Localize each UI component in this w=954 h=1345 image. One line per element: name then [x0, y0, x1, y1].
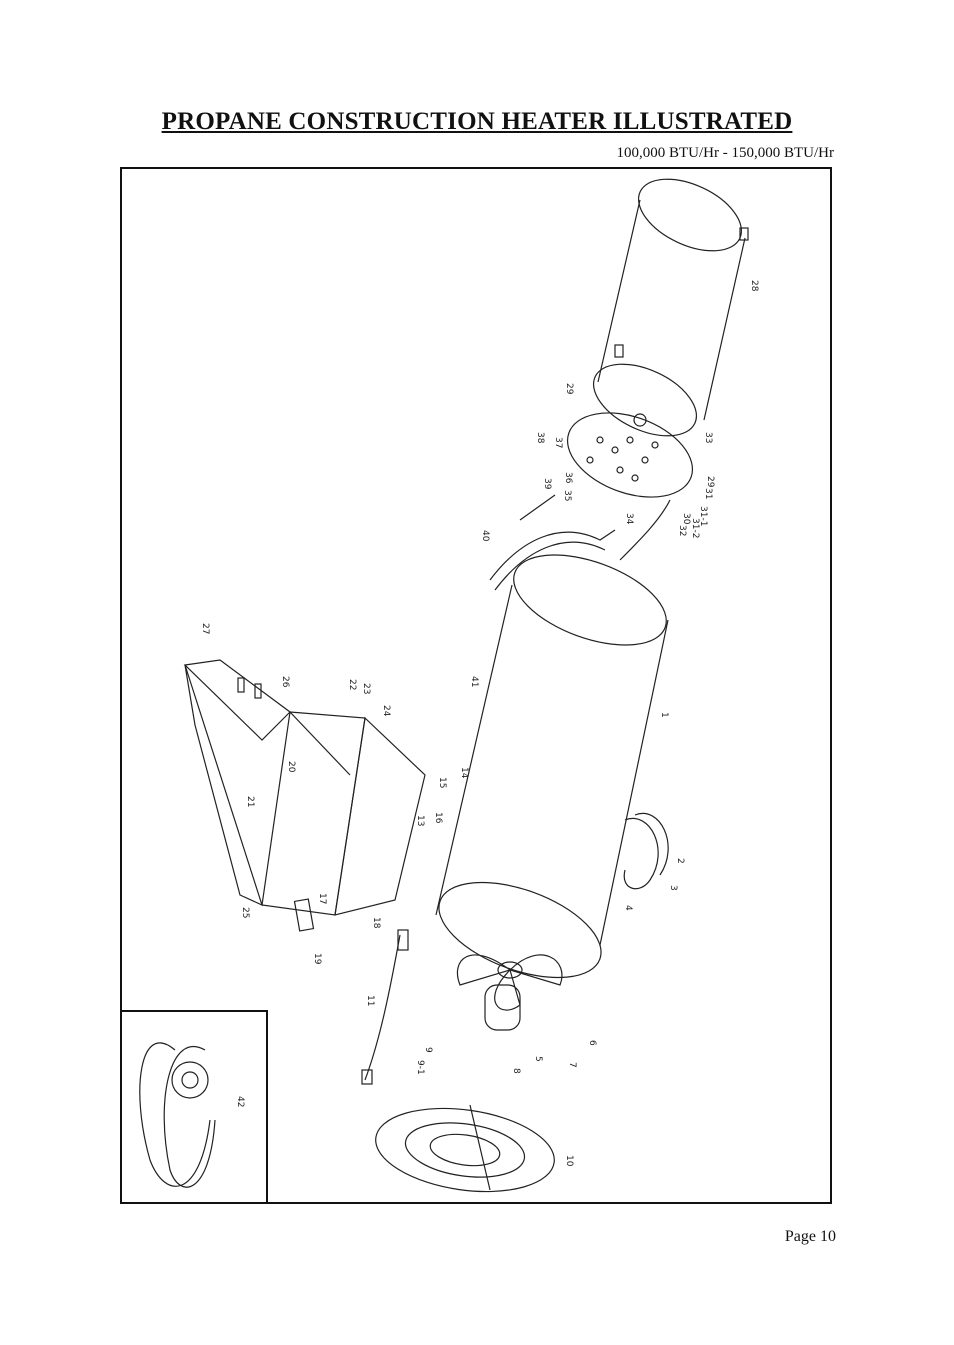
cover-part — [183, 659, 291, 907]
part-label: 24 — [381, 705, 391, 717]
part-label: 6 — [587, 1040, 597, 1046]
part-label: 29 — [705, 476, 715, 488]
part-label: 4 — [623, 905, 633, 911]
page-subtitle: 100,000 BTU/Hr - 150,000 BTU/Hr — [616, 145, 835, 161]
part-label: 1 — [659, 712, 669, 718]
part-label: 17 — [317, 893, 327, 904]
part-label: 9 — [423, 1047, 433, 1053]
main-barrel-part — [435, 554, 669, 979]
part-label: 26 — [280, 676, 290, 688]
part-label: 40 — [480, 530, 490, 542]
part-label: 41 — [469, 676, 479, 687]
part-label: 29 — [564, 383, 574, 395]
part-label: 34 — [624, 513, 634, 525]
control-box-part — [261, 711, 426, 916]
part-label: 31 — [703, 488, 713, 499]
part-label: 18 — [371, 917, 381, 929]
part-label: 13 — [415, 815, 425, 826]
diagram-frame — [120, 167, 832, 1204]
part-label: 7 — [567, 1062, 577, 1068]
part-label: 31-1 — [698, 506, 708, 526]
part-label: 35 — [562, 490, 572, 501]
fan-motor-part — [456, 954, 563, 1031]
part-label: 2 — [675, 858, 685, 864]
inset-frame — [120, 1010, 268, 1204]
rear-shell-part — [592, 178, 749, 437]
part-label: 31-2 — [690, 518, 700, 538]
switch-part — [293, 898, 315, 932]
guard-part — [375, 1104, 555, 1193]
part-label: 16 — [433, 812, 443, 824]
part-label: 21 — [245, 796, 255, 807]
power-cord-part — [361, 929, 409, 1085]
part-label: 3 — [668, 885, 678, 891]
part-label: 37 — [553, 437, 563, 448]
part-label: 9-1 — [415, 1060, 425, 1075]
part-label: 22 — [347, 679, 357, 690]
regulator-hose-part — [139, 1042, 216, 1188]
part-label: 11 — [365, 995, 375, 1006]
burner-plate-part — [566, 412, 694, 498]
page-number: Page 10 — [784, 1228, 836, 1245]
page-title: PROPANE CONSTRUCTION HEATER ILLUSTRATED — [161, 108, 793, 135]
part-label: 30 — [681, 513, 691, 525]
part-label: 25 — [240, 907, 250, 918]
part-label: 20 — [286, 761, 296, 773]
part-label: 5 — [533, 1056, 543, 1062]
part-label: 8 — [511, 1068, 521, 1074]
part-label: 39 — [542, 478, 552, 490]
part-label: 28 — [749, 280, 759, 292]
part-label: 36 — [563, 472, 573, 484]
part-label: 10 — [564, 1155, 574, 1167]
part-label: 19 — [312, 953, 322, 965]
part-label: 42 — [235, 1096, 245, 1107]
part-label: 33 — [703, 432, 713, 443]
gas-tubes-part — [489, 494, 671, 591]
part-label: 23 — [361, 683, 371, 694]
part-label: 15 — [437, 777, 447, 788]
part-label: 32 — [677, 525, 687, 536]
part-label: 38 — [535, 432, 545, 444]
handle-part — [623, 812, 669, 890]
part-label: 14 — [459, 767, 469, 779]
part-label: 27 — [200, 623, 210, 634]
